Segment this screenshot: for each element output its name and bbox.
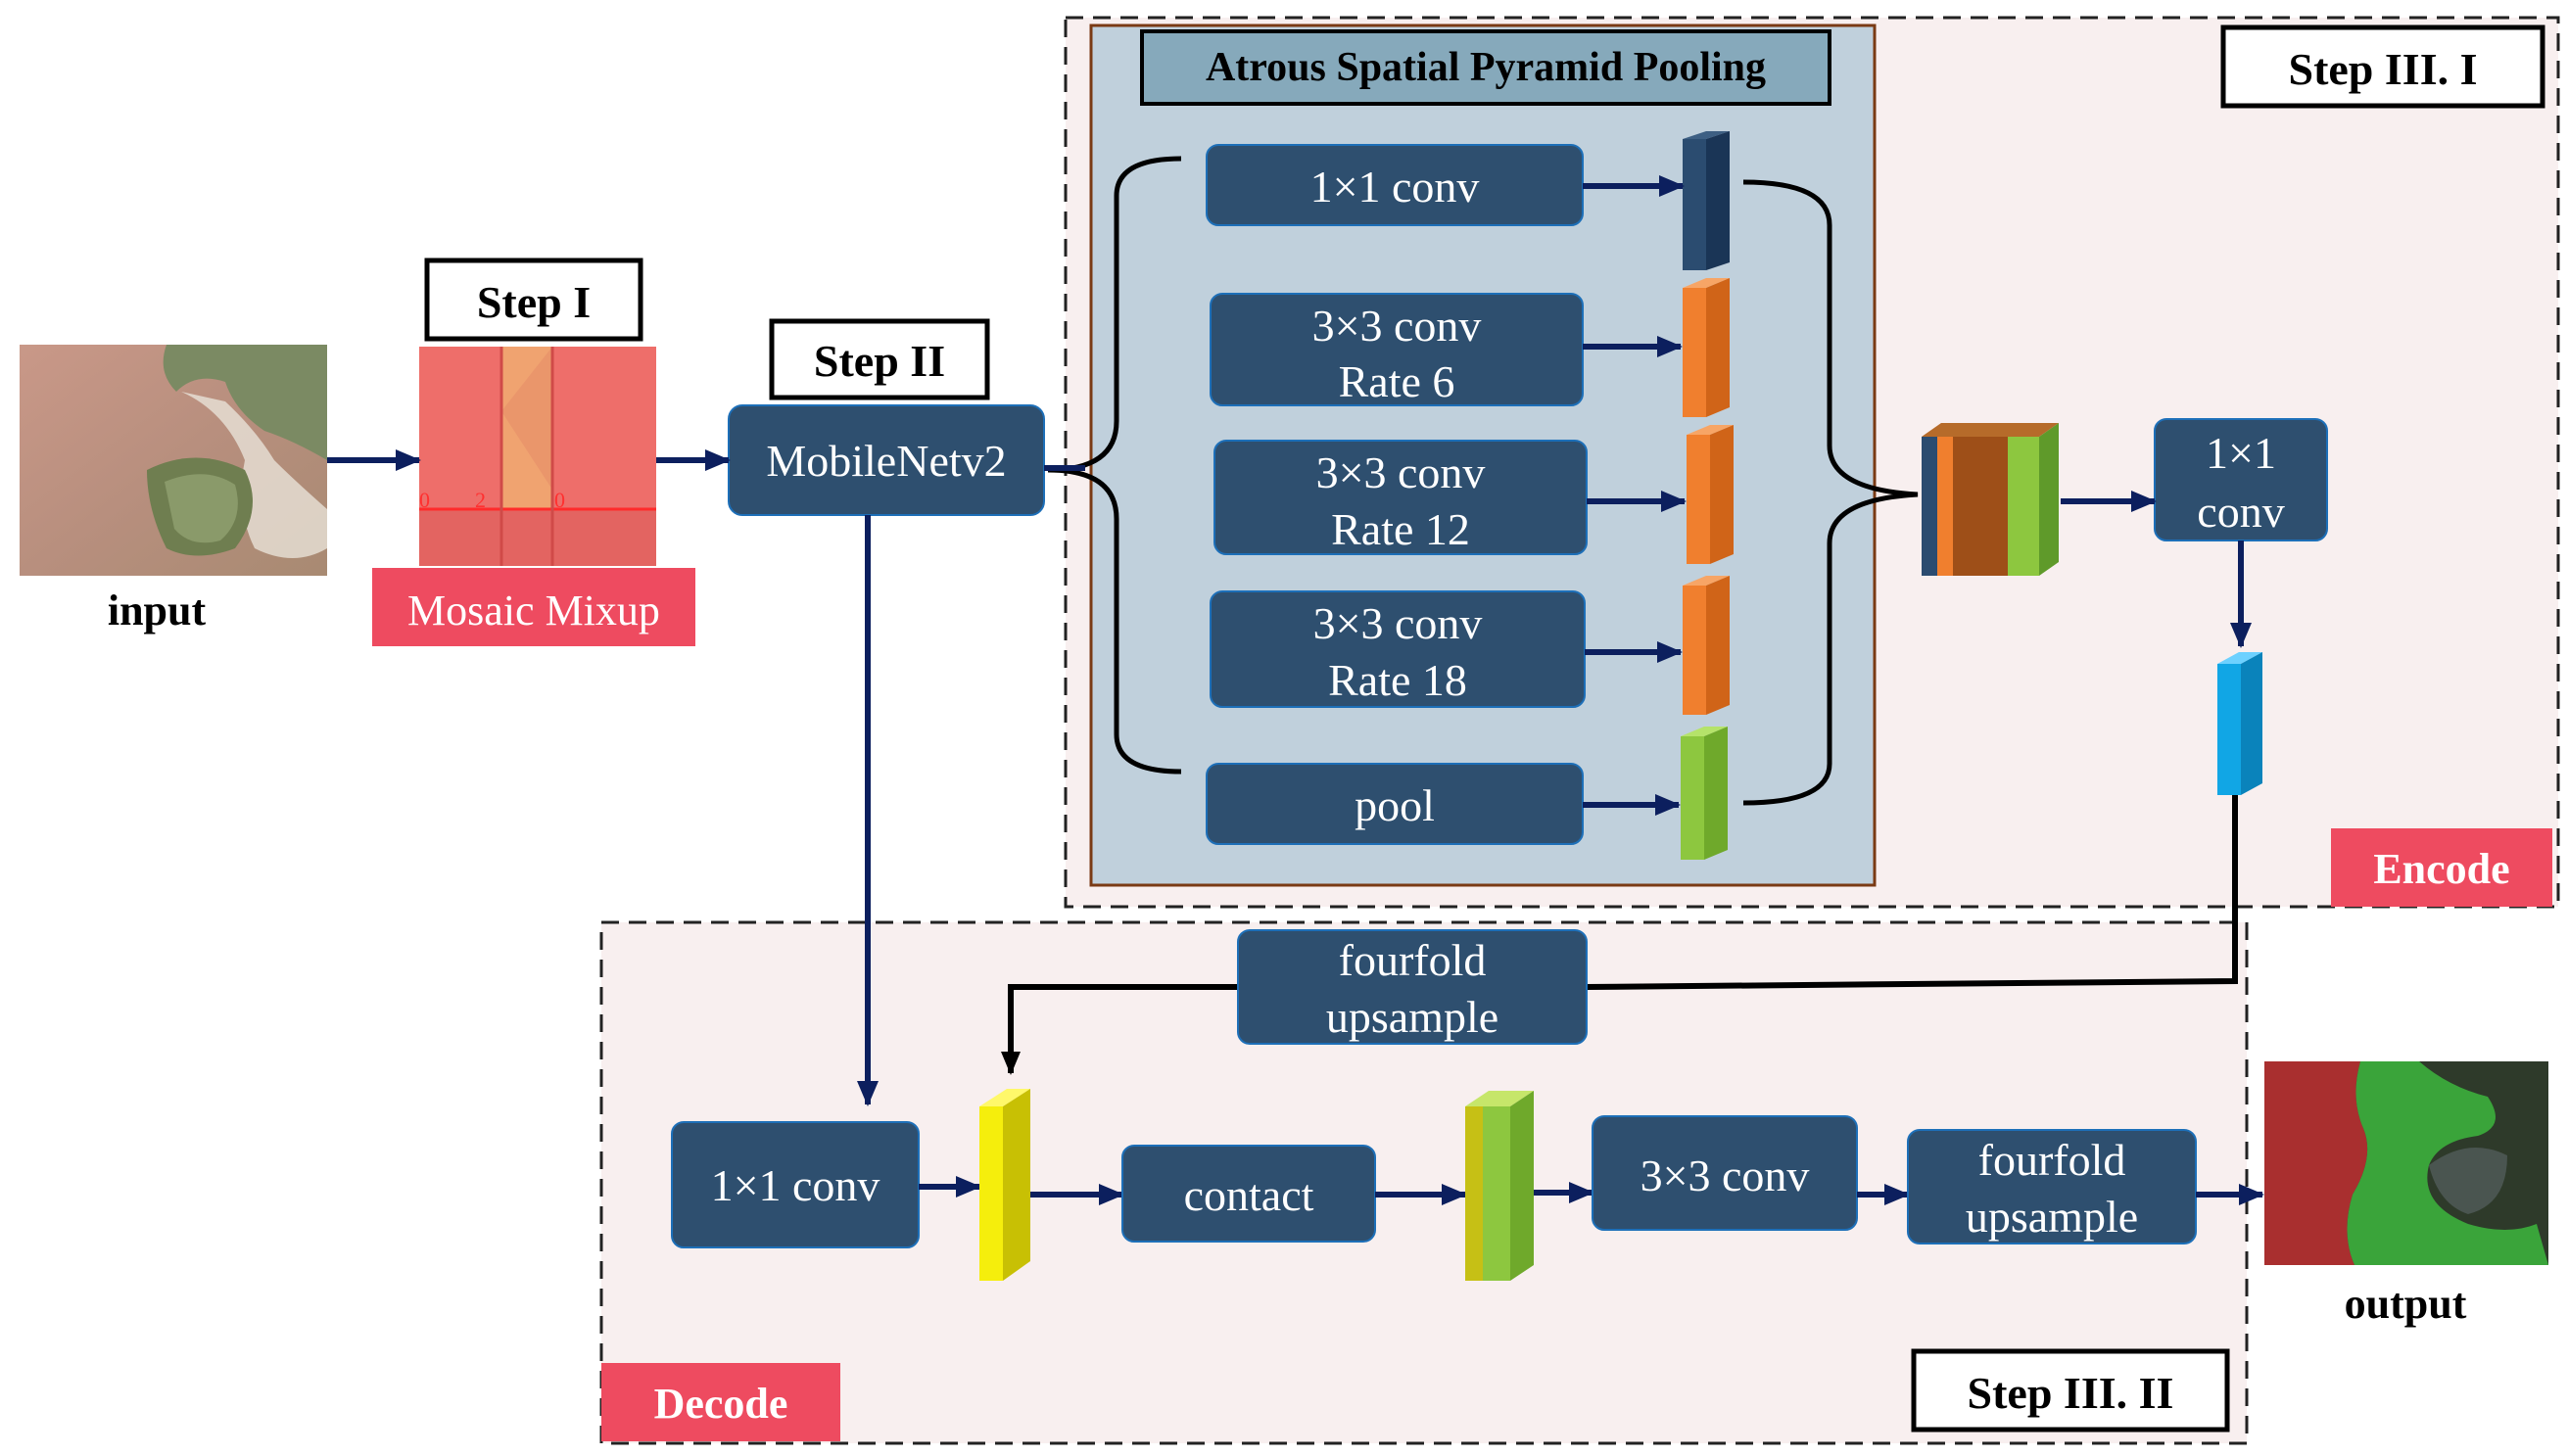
- encoder-conv-line1: 1×1: [2206, 428, 2276, 478]
- feature-slab-cyan: [2217, 652, 2262, 795]
- aspp-conv1-line: 1×1 conv: [1310, 162, 1480, 211]
- arrow-upsample-to-merge: [1001, 984, 1238, 1075]
- decoder-upsample-top-block: [1237, 929, 1588, 1045]
- output-label: output: [2345, 1280, 2467, 1328]
- step3-1-label: Step III. I: [2288, 44, 2477, 94]
- arrow-encoder-to-decoder: [1586, 795, 2238, 990]
- step3-2-label: Step III. II: [1968, 1368, 2174, 1418]
- mobilenet-label: MobileNetv2: [766, 436, 1006, 486]
- step3-1-box: Step III. I: [2220, 24, 2545, 109]
- encode-tag: [2331, 828, 2552, 907]
- step2-label: Step II: [814, 336, 945, 386]
- decoder-contact-line: contact: [1184, 1170, 1314, 1220]
- input-label: input: [108, 587, 207, 634]
- decoder-upsample-top-line2: upsample: [1326, 992, 1498, 1042]
- decoder-upsample-out-block: [1907, 1129, 2197, 1245]
- decoder-upsample-top-line1: fourfold: [1339, 935, 1487, 985]
- mosaic-image: 0 2 0: [419, 347, 656, 566]
- mosaic-tag: [372, 568, 695, 646]
- feature-slab-yellow: [979, 1089, 1030, 1281]
- decoder-conv3-block: [1592, 1115, 1858, 1231]
- output-image: [2264, 1061, 2548, 1265]
- aspp-rate6-line1: 3×3 conv: [1312, 301, 1482, 351]
- decoder-conv1-line: 1×1 conv: [711, 1160, 880, 1210]
- aspp-title-box: [1140, 29, 1831, 106]
- step1-label: Step I: [477, 277, 591, 327]
- mosaic-label: Mosaic Mixup: [407, 587, 660, 634]
- decode-label: Decode: [654, 1380, 788, 1428]
- feature-slab-green: [1681, 727, 1728, 860]
- feature-slab-orange-1: [1683, 278, 1730, 417]
- aspp-title: Atrous Spatial Pyramid Pooling: [1206, 45, 1766, 90]
- aspp-rate18-line1: 3×3 conv: [1313, 598, 1483, 648]
- mosaic-digit-b: 2: [475, 488, 486, 512]
- aspp-rate12-line1: 3×3 conv: [1316, 447, 1486, 497]
- feature-slab-orange-3: [1683, 576, 1730, 715]
- encode-label: Encode: [2373, 845, 2509, 893]
- concat-feature-block: [1922, 423, 2059, 576]
- feature-slab-orange-2: [1687, 425, 1734, 564]
- step3-2-box: Step III. II: [1911, 1348, 2230, 1433]
- step2-box: Step II: [769, 318, 990, 400]
- aspp-rate12-block: [1213, 440, 1588, 555]
- step1-box: Step I: [424, 258, 643, 342]
- encoder-conv-line2: conv: [2197, 487, 2284, 537]
- input-image: [20, 345, 327, 576]
- aspp-right-brace: [1742, 179, 1919, 806]
- feature-slab-yellow-green: [1465, 1091, 1534, 1281]
- feature-slab-navy: [1683, 131, 1730, 270]
- decoder-upsample-out-line2: upsample: [1966, 1192, 2138, 1242]
- decoder-conv3-line: 3×3 conv: [1641, 1151, 1810, 1200]
- aspp-rate12-line2: Rate 12: [1331, 504, 1470, 554]
- decode-tag: [601, 1363, 840, 1441]
- aspp-rate6-line2: Rate 6: [1339, 356, 1455, 406]
- decoder-upsample-out-line1: fourfold: [1978, 1135, 2126, 1185]
- aspp-pool-line: pool: [1355, 780, 1435, 830]
- aspp-rate18-line2: Rate 18: [1328, 655, 1467, 705]
- mosaic-digit-a: 0: [419, 488, 430, 512]
- mosaic-digit-c: 0: [554, 488, 565, 512]
